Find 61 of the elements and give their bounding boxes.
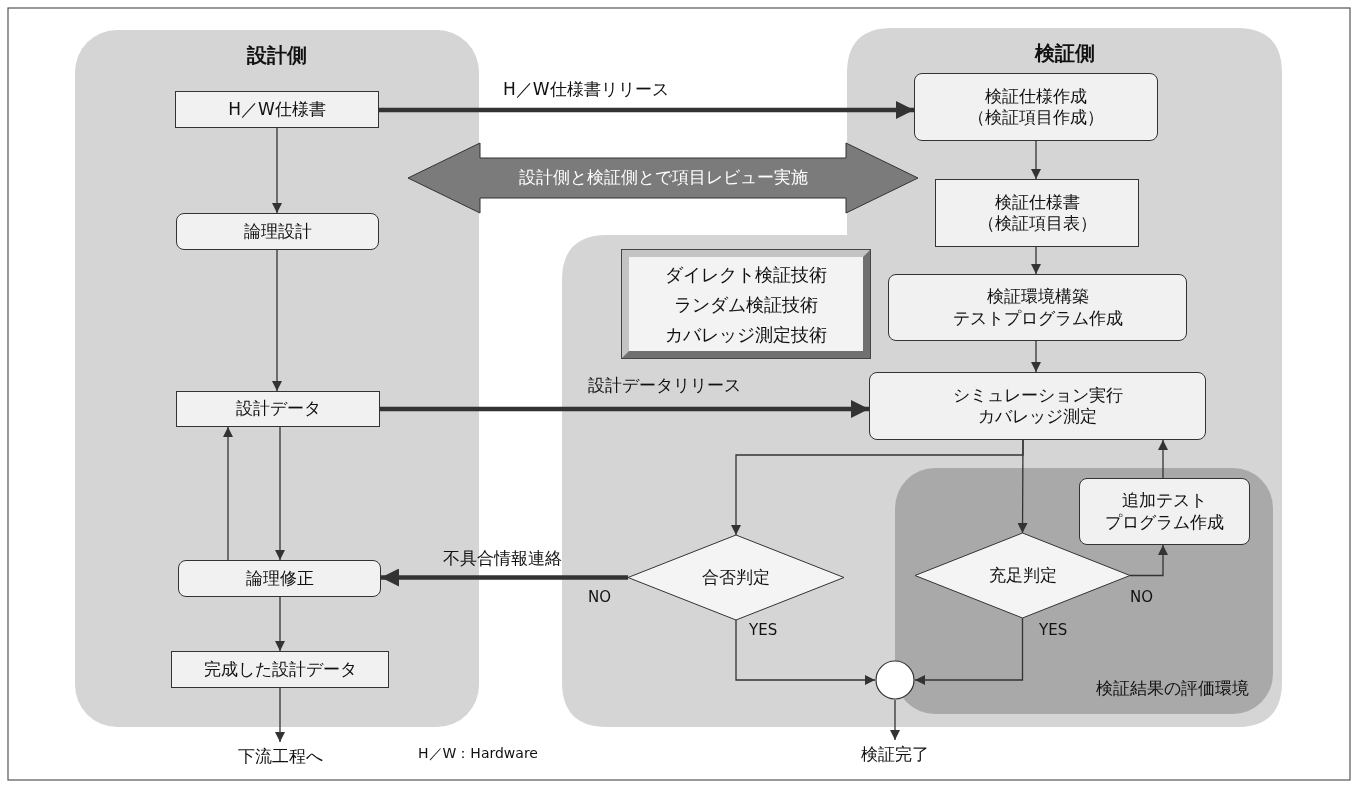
arrow [1031, 340, 1041, 373]
arrow [275, 426, 285, 561]
junction-circle [875, 660, 915, 700]
box-label: 追加テストプログラム作成 [1104, 489, 1225, 534]
abbreviation-note: H／W：Hardware [418, 745, 538, 763]
panel-title: 検証結果の評価環境 [1096, 677, 1249, 700]
arrow [272, 127, 282, 214]
arrow [275, 596, 285, 652]
environment-panel [895, 468, 1273, 714]
arrow [223, 426, 233, 561]
edge-label: NO [1129, 588, 1155, 606]
box-label: H／W仕様書 [227, 97, 327, 121]
technique-panel [622, 250, 870, 358]
technique-label: カバレッジ測定技術 [664, 323, 828, 347]
diamond-label: 充足判定 [987, 563, 1058, 587]
process-box [178, 560, 381, 597]
box-label: 完成した設計データ [202, 657, 358, 681]
decision-diamond [915, 533, 1130, 618]
box-label: 設計データ [234, 397, 322, 421]
decision-diamond [628, 535, 844, 620]
flow-end-label: 下流工程へ [225, 742, 335, 770]
arrow [914, 617, 1024, 685]
arrow [1031, 246, 1041, 275]
document-box [935, 179, 1139, 247]
process-box [1079, 478, 1250, 545]
document-box [171, 651, 389, 688]
document-box [175, 91, 379, 128]
arrow-label: 設計側と検証側とで項目レビュー実施 [517, 166, 809, 190]
branch-label: NO [588, 588, 612, 606]
edge-label: YES [748, 621, 779, 639]
flow-end-label: 検証完了 [845, 740, 945, 768]
diamond-label: 合否判定 [701, 565, 771, 589]
box-label: 検証仕様書（検証項目表） [976, 190, 1098, 235]
process-box [914, 73, 1158, 141]
edge-label: YES [1038, 621, 1069, 639]
box-label: 論理修正 [244, 566, 315, 590]
arrow [1017, 439, 1028, 534]
arrow [1031, 140, 1041, 180]
box-label: 検証仕様作成（検証項目作成） [967, 84, 1105, 129]
arrow [890, 699, 900, 741]
panel-title: 検証側 [1033, 40, 1096, 67]
technique-label: ランダム検証技術 [673, 293, 819, 317]
arrow [272, 249, 282, 392]
technique-label: ダイレクト検証技術 [664, 263, 828, 287]
arrow [1129, 544, 1168, 577]
process-box [176, 213, 379, 250]
process-box [869, 372, 1206, 440]
box-label: 論理設計 [242, 219, 313, 243]
arrow [380, 400, 869, 418]
box-label: シミュレーション実行カバレッジ測定 [951, 383, 1124, 428]
arrow [1158, 439, 1168, 479]
process-box [888, 274, 1187, 341]
arrow [381, 568, 628, 587]
arrow [275, 687, 285, 743]
arrow [735, 619, 876, 685]
box-label: 検証環境構築テストプログラム作成 [951, 285, 1124, 330]
panel-title: 設計側 [246, 42, 308, 69]
edge-label: 不具合情報連絡 [442, 547, 563, 570]
double-arrow [408, 143, 918, 213]
arrow [379, 101, 914, 119]
document-box [176, 391, 380, 427]
